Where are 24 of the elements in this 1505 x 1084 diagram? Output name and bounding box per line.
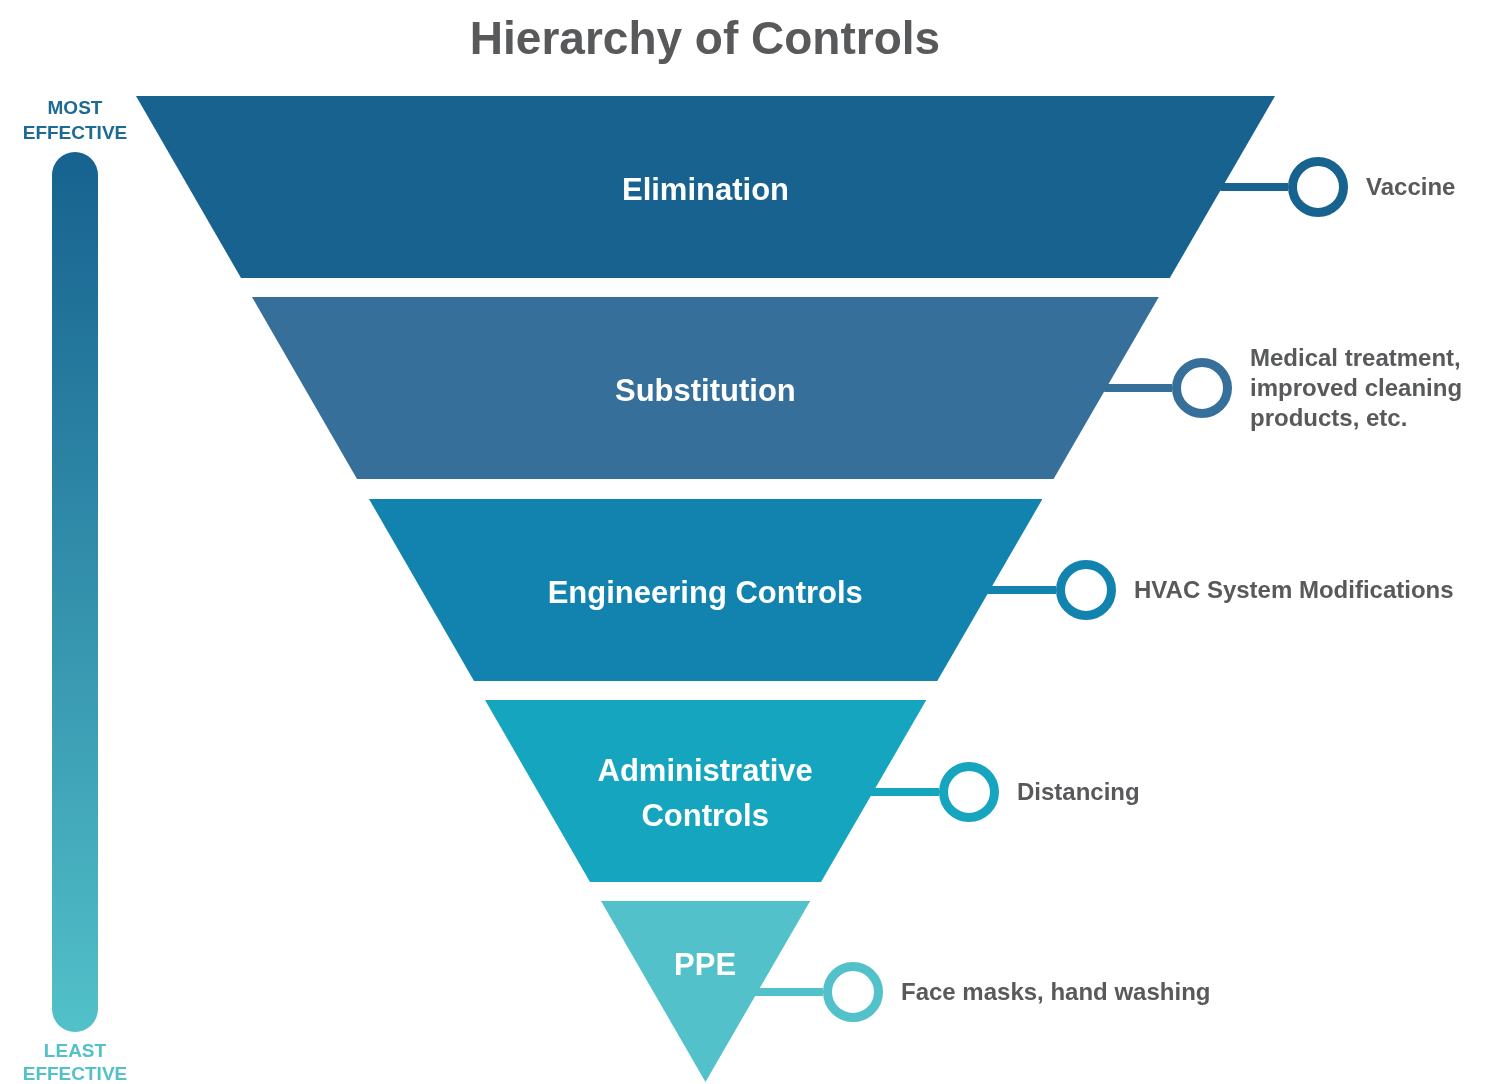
band-label: Engineering Controls bbox=[546, 573, 864, 612]
title: Hierarchy of Controls bbox=[468, 11, 942, 66]
scale-label: MOST EFFECTIVE bbox=[21, 96, 129, 145]
example-text: HVAC System Modifications bbox=[1134, 575, 1455, 605]
example-text: Face masks, hand washing bbox=[901, 977, 1212, 1007]
effectiveness-gradient-bar bbox=[52, 152, 98, 1032]
scale-label: LEAST EFFECTIVE bbox=[21, 1039, 129, 1084]
ring-marker bbox=[1056, 560, 1116, 620]
connector-line bbox=[1220, 183, 1288, 191]
ring-marker bbox=[1288, 157, 1348, 217]
connector-line bbox=[1104, 384, 1172, 392]
connector-line bbox=[755, 988, 823, 996]
band-label: Administrative Controls bbox=[596, 751, 814, 835]
example-text: Vaccine bbox=[1366, 172, 1457, 202]
connector-line bbox=[987, 586, 1056, 594]
ring-marker bbox=[939, 762, 999, 822]
ring-marker bbox=[1172, 358, 1232, 418]
example-text: Distancing bbox=[1017, 777, 1141, 807]
band-label: PPE bbox=[673, 945, 738, 984]
band-label: Elimination bbox=[620, 170, 791, 209]
band-label: Substitution bbox=[613, 371, 797, 410]
ring-marker bbox=[823, 962, 883, 1022]
example-text: Medical treatment, improved cleaning products, etc. bbox=[1250, 343, 1464, 433]
connector-line bbox=[870, 788, 939, 796]
